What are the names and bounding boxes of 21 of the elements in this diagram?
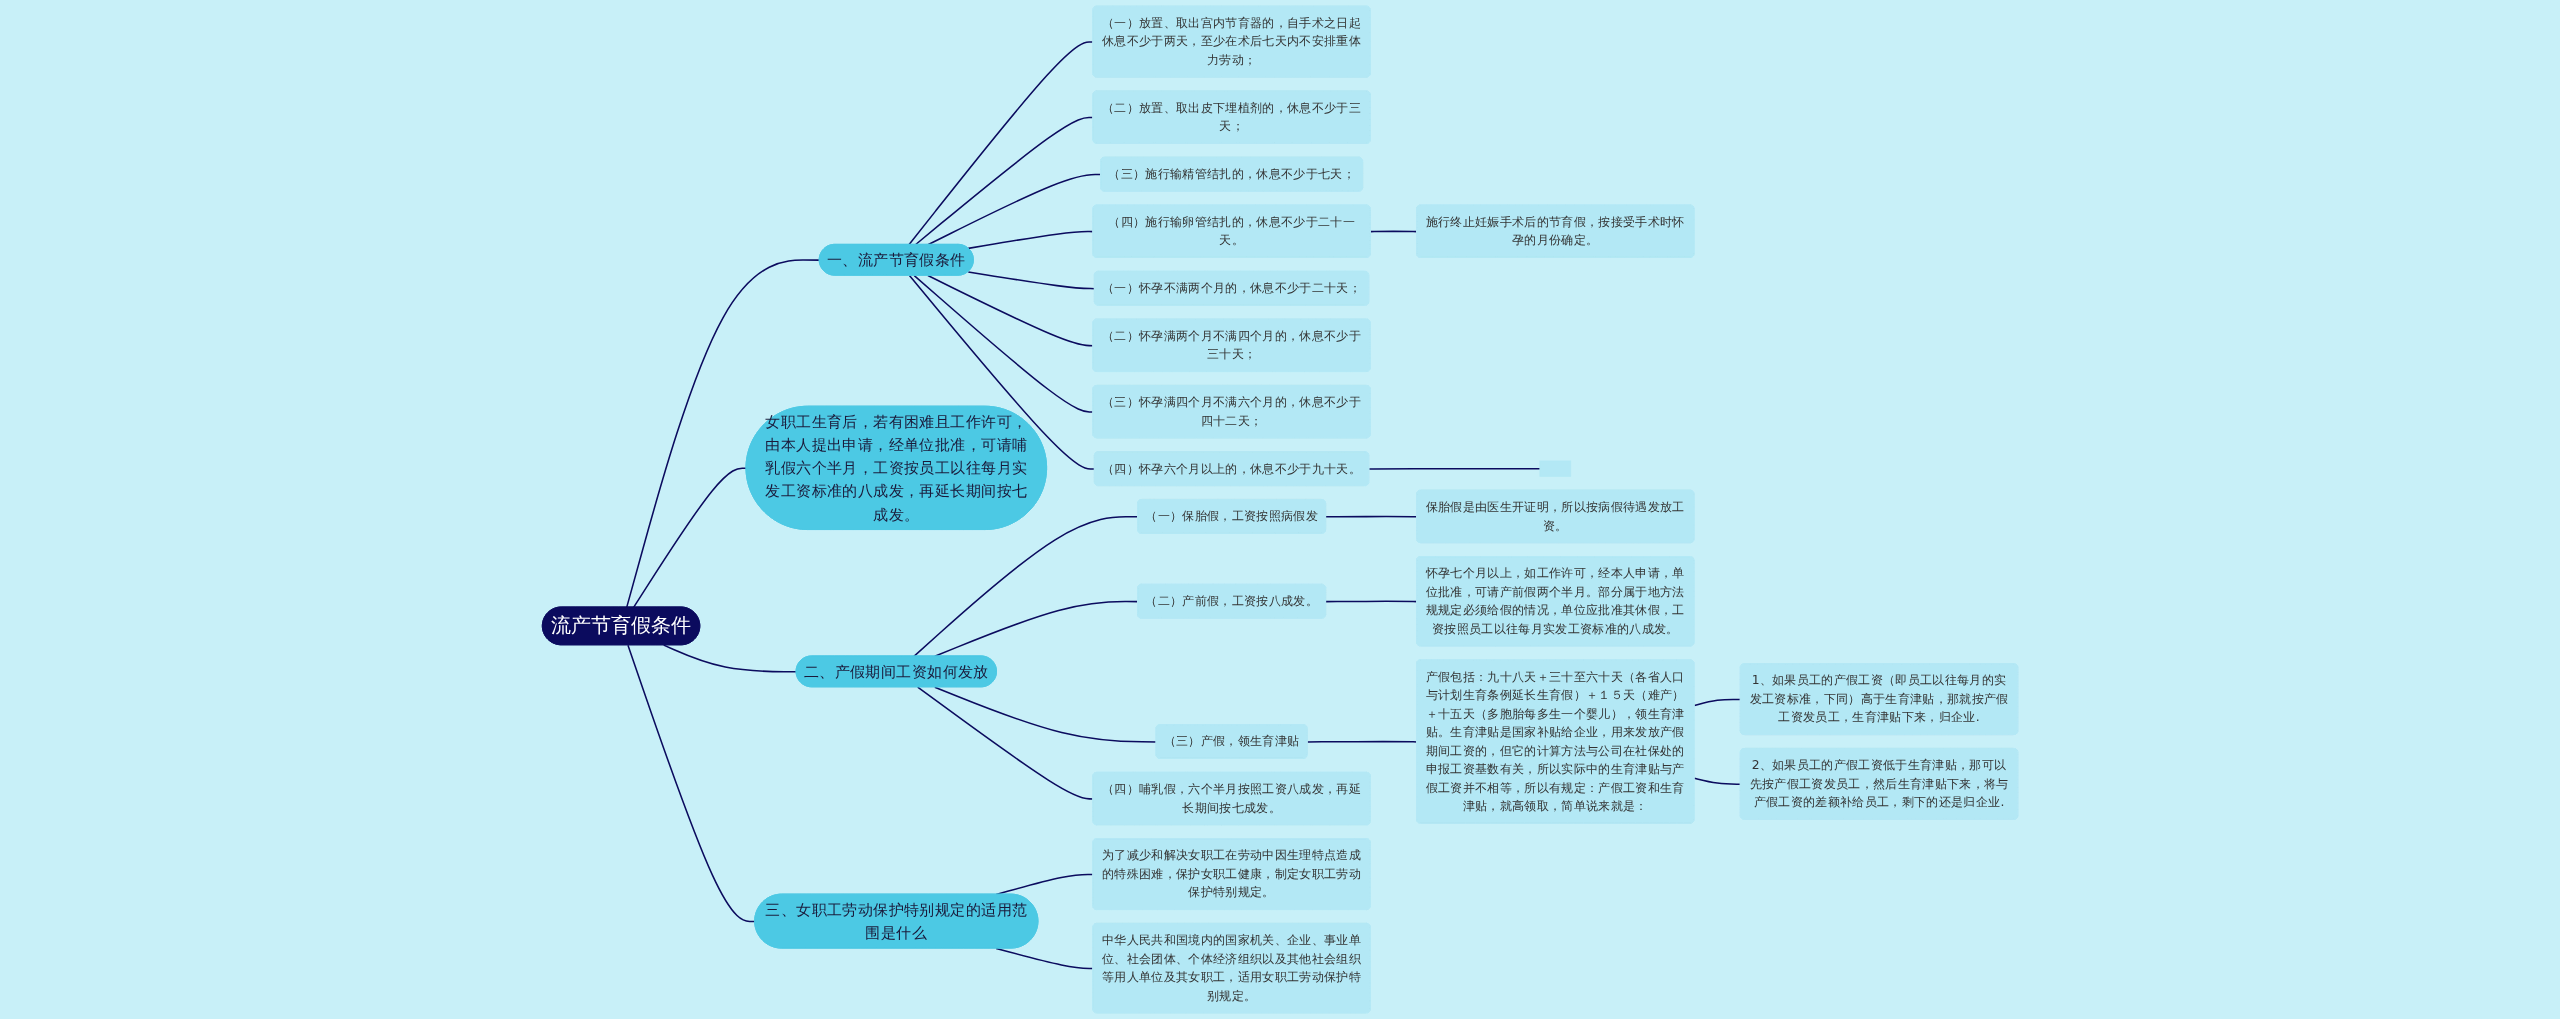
node-box <box>1539 460 1572 477</box>
connector <box>908 41 1094 246</box>
connector <box>967 230 1094 250</box>
connector <box>908 274 1096 470</box>
connector <box>625 259 821 609</box>
connector <box>662 644 798 673</box>
connector <box>627 644 756 923</box>
connector <box>1693 698 1742 707</box>
connector <box>1325 600 1418 603</box>
connector <box>927 274 1094 347</box>
connector <box>913 274 1094 413</box>
connector <box>927 173 1102 246</box>
connector <box>1693 777 1742 786</box>
connector <box>1369 230 1418 233</box>
connector <box>1306 740 1418 743</box>
connector <box>914 116 1094 246</box>
connector <box>632 467 748 609</box>
connector <box>916 686 1094 800</box>
connector <box>1325 515 1418 518</box>
connector <box>967 271 1096 290</box>
connector <box>1368 467 1541 470</box>
